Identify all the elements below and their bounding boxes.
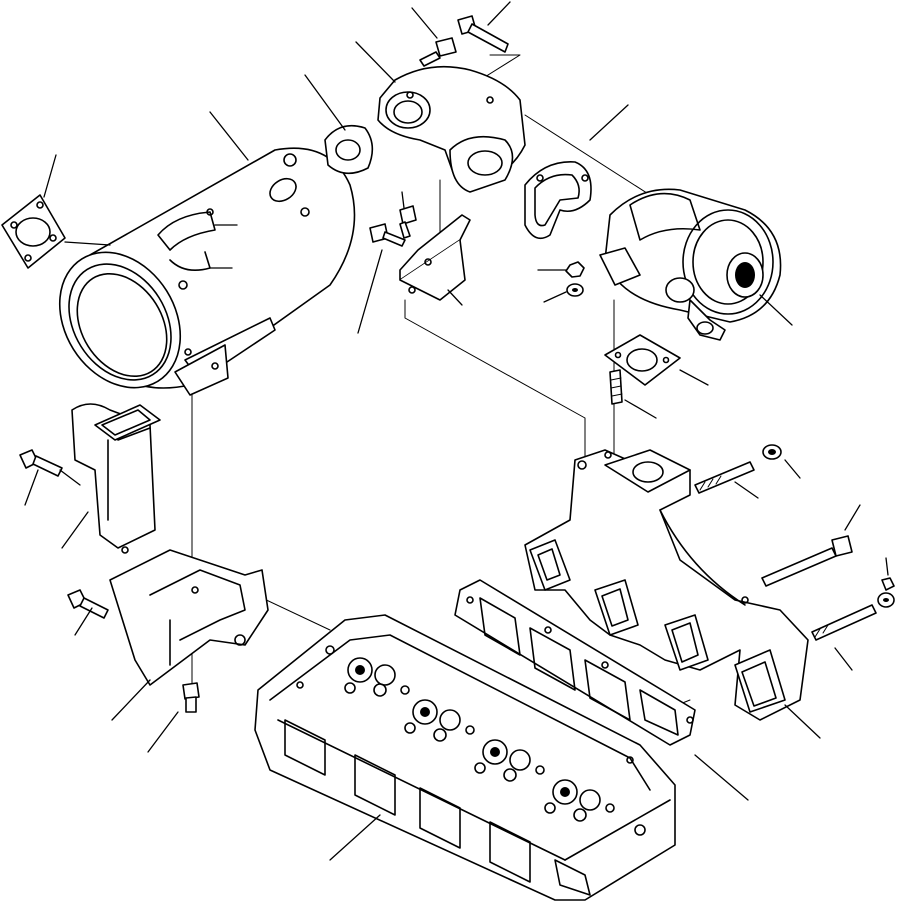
valve-cluster-icon xyxy=(544,779,601,822)
manifold-bolts-icon xyxy=(694,444,895,641)
turbo-gasket-icon xyxy=(524,161,592,240)
stud-icon xyxy=(811,604,877,641)
manifold-gasket-icon xyxy=(454,579,696,746)
stud-icon xyxy=(694,461,755,494)
leader-lines xyxy=(24,1,889,861)
leader-line xyxy=(694,754,749,801)
bolt-icon xyxy=(457,15,509,53)
valve-cluster-icon xyxy=(474,739,531,782)
bolt-icon xyxy=(761,535,853,587)
leader-line xyxy=(357,249,383,334)
leader-line xyxy=(61,511,89,549)
leader-line xyxy=(543,291,567,303)
elbow-bolts-icon xyxy=(419,15,509,67)
intake-manifold-icon xyxy=(67,549,269,713)
leader-line xyxy=(885,557,889,576)
nut-washer-icon xyxy=(565,261,585,297)
leader-line xyxy=(24,469,39,506)
leader-line xyxy=(401,191,405,209)
leader-line xyxy=(111,679,151,721)
valve-cluster-icon xyxy=(344,657,396,697)
nut-washer-icon xyxy=(762,444,782,460)
turbo-flange-gasket-icon xyxy=(604,334,681,386)
leader-line xyxy=(74,607,93,636)
bolt-icon xyxy=(419,37,457,67)
leader-line xyxy=(624,399,657,419)
leader-line xyxy=(355,41,396,83)
leader-line xyxy=(447,289,463,306)
bolt-icon xyxy=(369,223,406,247)
bolt-icon xyxy=(67,589,109,619)
valve-cluster-icon xyxy=(404,699,461,742)
leader-line xyxy=(329,814,381,861)
bolt-icon xyxy=(399,205,417,239)
intake-connector-icon xyxy=(19,403,161,554)
leader-line xyxy=(147,711,179,753)
leader-line xyxy=(784,704,821,739)
elbow-gasket-icon xyxy=(324,124,374,175)
leader-line xyxy=(411,7,438,39)
muffler-bracket-icon xyxy=(369,205,471,301)
stud-icon xyxy=(609,369,623,405)
leader-line xyxy=(759,294,793,326)
cylinder-head-icon xyxy=(254,614,676,901)
turbocharger-icon xyxy=(565,188,782,341)
leader-line xyxy=(784,459,801,479)
leader-line xyxy=(209,111,249,161)
leader-line xyxy=(589,104,629,141)
leader-line xyxy=(734,481,759,499)
muffler-gasket-icon xyxy=(1,194,66,269)
leader-line xyxy=(834,647,853,671)
bolt-icon xyxy=(19,449,63,477)
leader-line xyxy=(64,241,111,246)
leader-line xyxy=(679,369,709,386)
leader-line xyxy=(43,154,57,198)
nut-washer-icon xyxy=(877,577,895,608)
elbow-pipe-icon xyxy=(377,65,526,193)
leader-line xyxy=(304,74,346,131)
leader-line xyxy=(844,504,861,531)
leader-line xyxy=(59,469,81,486)
exhaust-manifold-icon xyxy=(524,449,809,721)
bolt-icon xyxy=(182,682,200,713)
leader-line xyxy=(487,1,511,26)
muffler-icon xyxy=(58,147,356,396)
